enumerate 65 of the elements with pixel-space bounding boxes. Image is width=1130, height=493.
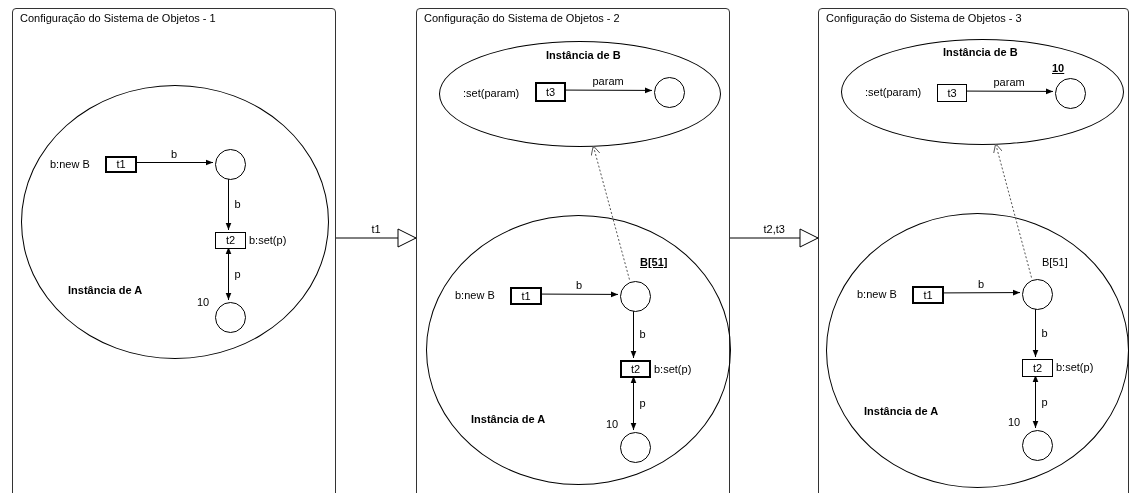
marking-label: 10	[1052, 62, 1065, 75]
transition-box: t3	[937, 84, 967, 102]
edge-label: b	[233, 198, 242, 210]
arrow	[630, 309, 637, 359]
instance-title: Instância de A	[864, 405, 939, 418]
edge-label: t1	[370, 223, 382, 235]
place-circle	[620, 281, 651, 312]
marking-label: B[51]	[640, 256, 668, 269]
inscription-label: b:set(p)	[1056, 361, 1094, 374]
transition-box: t1	[105, 156, 137, 173]
place-circle	[215, 302, 246, 333]
edge-label: b	[638, 328, 647, 340]
instance-title: Instância de A	[471, 413, 546, 426]
dotted-arrow	[590, 145, 630, 281]
edge-label: b	[170, 147, 179, 160]
place-circle	[1022, 279, 1053, 310]
place-circle	[1055, 78, 1086, 109]
instance-title: Instância de A	[68, 284, 143, 297]
panel-title: Configuração do Sistema de Objetos - 1	[20, 12, 216, 25]
dotted-arrow	[993, 143, 1032, 279]
inscription-label: b:new B	[857, 288, 897, 301]
place-circle	[620, 432, 651, 463]
panel-title: Configuração do Sistema de Objetos - 3	[826, 12, 1022, 25]
edge-label: b	[1040, 326, 1049, 339]
instance-ellipse	[826, 213, 1129, 488]
arrow	[1032, 307, 1039, 358]
inscription-label: b:set(p)	[249, 234, 287, 247]
inscription-label: b:set(p)	[654, 363, 692, 376]
inscription-label: :set(param)	[463, 87, 520, 100]
instance-title: Instância de B	[943, 46, 1018, 59]
arrow	[134, 159, 214, 166]
arrow	[539, 291, 619, 298]
inscription-label: :set(param)	[865, 86, 922, 99]
arrow	[964, 88, 1054, 95]
marking-label: 10	[606, 418, 619, 431]
edge-label: b	[977, 277, 986, 290]
arrow	[941, 289, 1021, 296]
panel-title: Configuração do Sistema de Objetos - 2	[424, 12, 620, 25]
edge-label: b	[575, 279, 584, 292]
transition-box: t2	[620, 360, 651, 378]
marking-label: 10	[197, 296, 210, 309]
transition-box: t1	[510, 287, 542, 305]
transition-box: t3	[535, 82, 566, 102]
instance-title: Instância de B	[546, 49, 621, 62]
arrow	[729, 228, 819, 248]
edge-label: t2,t3	[762, 223, 786, 235]
arrow	[225, 177, 232, 231]
transition-box: t2	[1022, 359, 1053, 377]
arrow	[335, 228, 417, 248]
place-circle	[215, 149, 246, 180]
configuration-panel	[12, 8, 336, 493]
marking-label: B[51]	[1042, 256, 1068, 269]
arrow	[1032, 374, 1039, 429]
place-circle	[654, 77, 685, 108]
transition-box: t2	[215, 232, 246, 249]
transition-box: t1	[912, 286, 944, 304]
arrow	[225, 246, 232, 301]
configuration-panel	[416, 8, 730, 493]
marking-label: 10	[1008, 416, 1021, 429]
arrow	[630, 375, 637, 431]
inscription-label: b:new B	[455, 289, 495, 302]
arrow	[563, 87, 653, 94]
inscription-label: b:new B	[50, 158, 90, 171]
place-circle	[1022, 430, 1053, 461]
configuration-panel	[818, 8, 1129, 493]
